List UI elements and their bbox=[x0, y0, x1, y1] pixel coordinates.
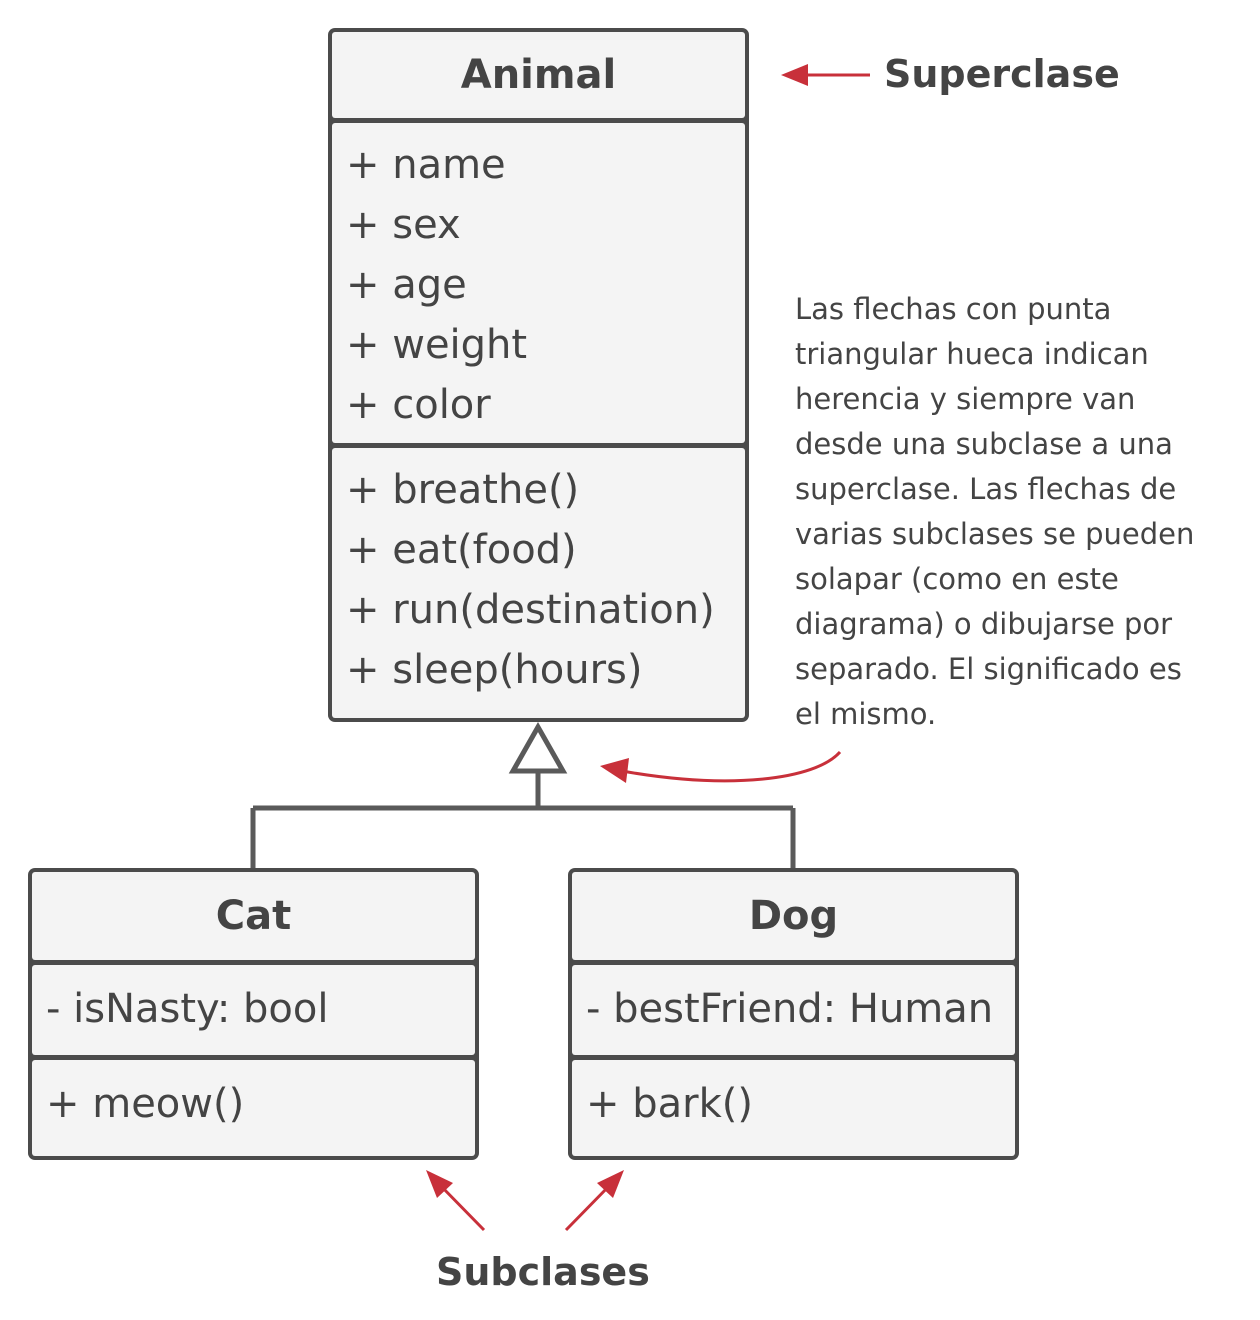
method: + sleep(hours) bbox=[346, 647, 643, 693]
attributes-section: + name + sex + age + weight + color bbox=[332, 123, 745, 443]
note-pointer-arrow bbox=[600, 750, 842, 783]
class-dog: Dog - bestFriend: Human + bark() bbox=[568, 868, 1019, 1160]
attribute: + sex bbox=[346, 202, 461, 248]
class-name: Cat bbox=[32, 872, 475, 960]
note-line: superclase. Las flechas de bbox=[795, 472, 1177, 506]
method: + run(destination) bbox=[346, 587, 715, 633]
class-name: Animal bbox=[332, 32, 745, 118]
note-line: el mismo. bbox=[795, 697, 937, 731]
superclass-label: Superclase bbox=[884, 52, 1120, 96]
methods-section: + breathe() + eat(food) + run(destinatio… bbox=[332, 448, 745, 718]
note-line: herencia y siempre van bbox=[795, 382, 1136, 416]
attribute: + color bbox=[346, 382, 491, 428]
note-line: separado. El significado es bbox=[795, 652, 1182, 686]
note-line: varias subclases se pueden bbox=[795, 517, 1195, 551]
note-line: diagrama) o dibujarse por bbox=[795, 607, 1173, 641]
inheritance-note: Las flechas con punta triangular hueca i… bbox=[795, 287, 1235, 737]
subclass-pointer-arrow-right bbox=[564, 1170, 624, 1232]
attribute: - isNasty: bool bbox=[46, 986, 329, 1032]
inheritance-triangle-icon bbox=[508, 721, 568, 774]
method: + bark() bbox=[586, 1081, 753, 1127]
methods-section: + bark() bbox=[572, 1060, 1015, 1156]
subclasses-label: Subclases bbox=[436, 1250, 650, 1294]
class-animal: Animal + name + sex + age + weight + col… bbox=[328, 28, 749, 722]
note-line: solapar (como en este bbox=[795, 562, 1119, 596]
subclass-pointer-arrow-left bbox=[426, 1170, 486, 1232]
class-cat: Cat - isNasty: bool + meow() bbox=[28, 868, 479, 1160]
note-line: triangular hueca indican bbox=[795, 337, 1149, 371]
note-line: desde una subclase a una bbox=[795, 427, 1173, 461]
superclass-pointer-arrow bbox=[781, 64, 870, 86]
attribute: - bestFriend: Human bbox=[586, 986, 994, 1032]
note-line: Las flechas con punta bbox=[795, 292, 1112, 326]
attribute: + name bbox=[346, 142, 506, 188]
attributes-section: - bestFriend: Human bbox=[572, 965, 1015, 1055]
method: + eat(food) bbox=[346, 527, 577, 573]
attributes-section: - isNasty: bool bbox=[32, 965, 475, 1055]
inheritance-connector bbox=[250, 771, 796, 870]
method: + meow() bbox=[46, 1081, 245, 1127]
methods-section: + meow() bbox=[32, 1060, 475, 1156]
method: + breathe() bbox=[346, 467, 580, 513]
class-name: Dog bbox=[572, 872, 1015, 960]
attribute: + age bbox=[346, 262, 467, 308]
attribute: + weight bbox=[346, 322, 528, 368]
